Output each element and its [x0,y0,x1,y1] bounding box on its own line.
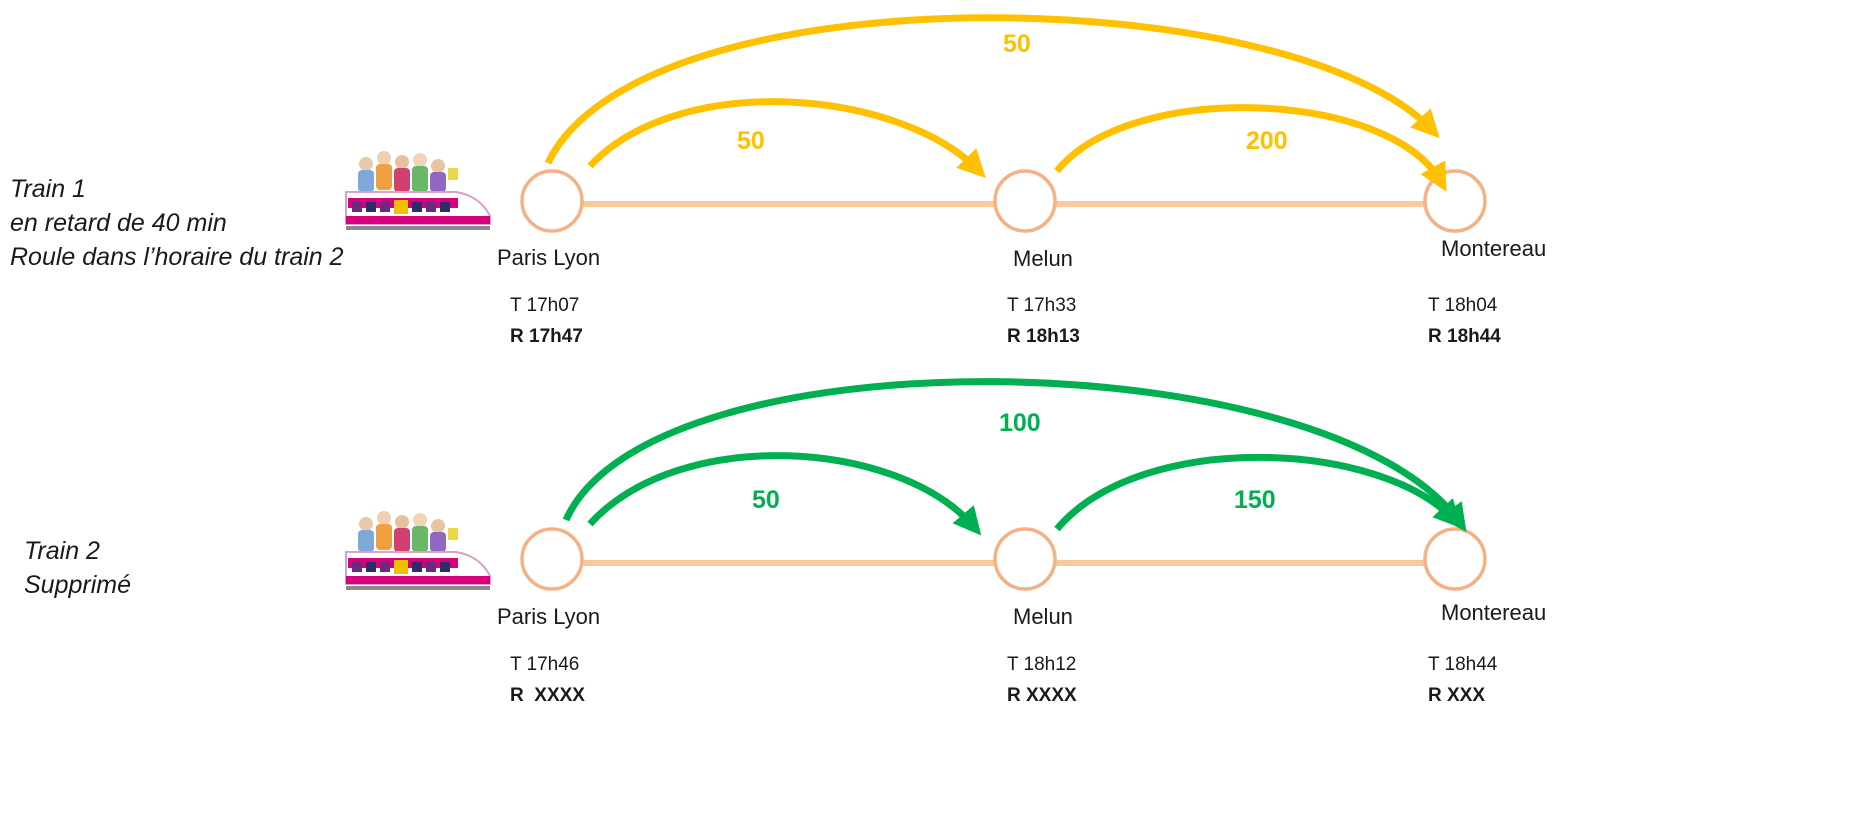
real-time-montereau-train1: R 18h44 [1428,326,1501,347]
station-node-paris-lyon-train1 [520,169,584,233]
station-node-montereau-train2 [1423,527,1487,591]
station-name-paris-lyon-train2: Paris Lyon [497,604,601,629]
station-name-paris-lyon-train1: Paris Lyon [497,245,601,270]
train2-title: Train 2 [24,537,100,565]
real-time-paris-lyon-train2: R XXXX [510,685,585,706]
train2-description: Train 2 Supprimé [24,534,131,602]
theoretical-time-melun-train1: T 17h33 [1007,295,1077,316]
flow-value-melun-montereau-train1: 200 [1246,127,1288,155]
flow-value-paris-montereau-train1: 50 [1003,30,1031,58]
station-node-paris-lyon-train2 [520,527,584,591]
theoretical-time-paris-lyon-train2: T 17h46 [510,654,580,675]
flow-arrow-paris-montereau-train1 [544,14,1440,165]
theoretical-time-montereau-train2: T 18h44 [1428,654,1498,675]
real-time-paris-lyon-train1: R 17h47 [510,326,583,347]
theoretical-time-melun-train2: T 18h12 [1007,654,1077,675]
real-time-montereau-train2: R XXX [1428,685,1486,706]
flow-value-paris-melun-train1: 50 [737,127,765,155]
train1-description: Train 1 en retard de 40 min Roule dans l… [10,172,344,274]
station-name-melun-train1: Melun [1013,246,1073,271]
train-with-passengers-icon [345,510,491,591]
theoretical-time-montereau-train1: T 18h04 [1428,295,1498,316]
station-name-melun-train2: Melun [1013,604,1073,629]
train-with-passengers-icon [345,150,491,231]
station-name-montereau-train1: Montereau [1441,236,1547,261]
station-node-melun-train2 [993,527,1057,591]
train1-delay: en retard de 40 min [10,209,227,237]
flow-value-melun-montereau-train2: 150 [1234,486,1276,514]
real-time-melun-train1: R 18h13 [1007,326,1080,347]
flow-value-paris-montereau-train2: 100 [999,409,1041,437]
flow-arrow-paris-montereau-train2 [562,378,1467,533]
flow-arrow-paris-melun-train1 [587,98,986,179]
theoretical-time-paris-lyon-train1: T 17h07 [510,295,580,316]
flow-arrow-melun-montereau-train1 [1054,104,1447,192]
flow-arrow-melun-montereau-train2 [1054,453,1462,532]
train1-note: Roule dans l’horaire du train 2 [10,243,344,271]
station-name-montereau-train2: Montereau [1441,600,1547,625]
train2-status: Supprimé [24,571,131,599]
flow-arrow-paris-melun-train2 [587,452,982,536]
station-node-melun-train1 [993,169,1057,233]
station-node-montereau-train1 [1423,169,1487,233]
train1-title: Train 1 [10,175,86,203]
flow-value-paris-melun-train2: 50 [752,486,780,514]
real-time-melun-train2: R XXXX [1007,685,1077,706]
